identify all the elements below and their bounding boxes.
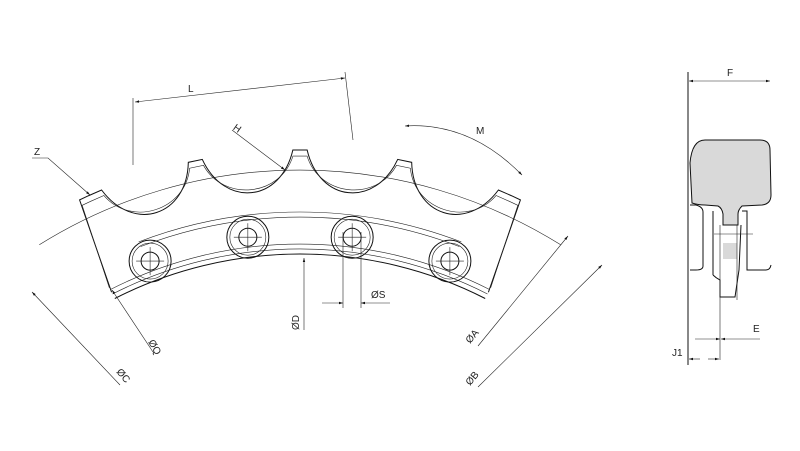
label-f: F: [727, 68, 733, 79]
flange-arc-2: [138, 211, 462, 243]
label-z: Z: [34, 147, 40, 158]
bolt-boss-inner: [131, 242, 169, 280]
pitch-circle-arc: [39, 169, 561, 246]
sprocket-teeth-outline: [78, 149, 522, 293]
label-j1: J1: [672, 348, 683, 359]
dim-c-line: [31, 291, 121, 386]
flange-arc: [140, 216, 460, 247]
sprocket-teeth-inner-outline: [81, 155, 519, 288]
inner-edge-arc-3: [110, 243, 490, 290]
label-e: E: [753, 324, 760, 335]
dim-l-line: [134, 77, 346, 103]
label-c: ØC: [114, 367, 132, 386]
bolt-boss: [428, 239, 472, 283]
label-d: ØD: [291, 315, 302, 330]
bolt-boss: [128, 239, 172, 283]
dim-l-extension-right: [344, 71, 354, 141]
dim-z-leader: [32, 157, 91, 196]
dim-h-line: [231, 129, 286, 171]
front-view: L H M Z ØD ØS ØQ ØC ØA ØB: [31, 71, 603, 388]
hub-outline-right: [742, 210, 772, 271]
label-m: M: [476, 126, 484, 137]
label-s: ØS: [371, 290, 386, 301]
bolt-section: [723, 243, 737, 259]
label-l: L: [188, 84, 194, 95]
inner-edge-arc-2: [112, 248, 488, 295]
dim-m-arc: [404, 124, 523, 176]
rim-section: [689, 139, 772, 226]
label-a: ØA: [464, 328, 482, 346]
inner-edge-arc: [114, 253, 486, 299]
label-q: ØQ: [145, 338, 162, 357]
bolt-boss-inner: [333, 218, 371, 256]
dim-q-line: [111, 289, 154, 353]
side-view: F E J1: [672, 68, 772, 365]
bolt-boss: [226, 215, 270, 259]
dim-a-line: [477, 235, 569, 347]
bolt-boss-inner: [431, 242, 469, 280]
dim-b-line: [477, 264, 603, 388]
label-h: H: [231, 122, 243, 135]
hub-outline-left: [690, 204, 704, 271]
flange-outline: [712, 224, 742, 298]
bolt-holes: [128, 215, 472, 283]
bolt-boss-inner: [229, 218, 267, 256]
label-b: ØB: [464, 370, 482, 388]
bolt-boss: [330, 215, 374, 259]
